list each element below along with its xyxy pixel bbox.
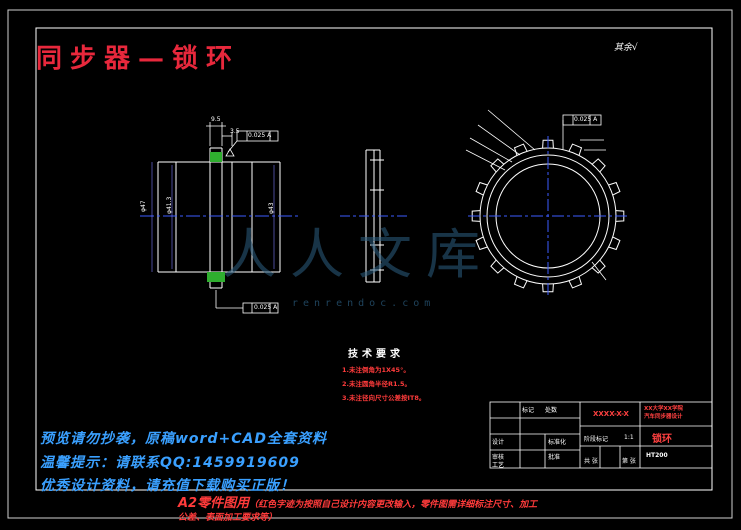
- inner-frame: [35, 27, 713, 491]
- ring-centerlines: [468, 136, 628, 296]
- ring-tooth: [568, 276, 583, 289]
- dim-dia-inner: φ41.3: [166, 196, 173, 214]
- drawing-title: 同步器—锁环: [36, 44, 241, 74]
- tech-requirement-2: 2.未注圆角半径R1.5。: [342, 380, 412, 388]
- tb-cell-scale-value: 1:1: [624, 434, 634, 441]
- tech-requirement-3: 3.未注径向尺寸公差按IT8。: [342, 394, 426, 402]
- company-line-1: XX大学XX学院: [644, 406, 683, 412]
- ring-tooth: [475, 236, 488, 251]
- ring-tooth: [490, 158, 505, 173]
- ring-tooth: [608, 181, 621, 196]
- ring-tooth: [591, 259, 606, 274]
- material: HT200: [646, 452, 668, 459]
- watermark-url: renrendoc.com: [292, 298, 436, 309]
- dim-width-top: 9.5: [211, 116, 221, 123]
- tech-requirements-heading: 技术要求: [348, 349, 404, 360]
- ring-tooth: [475, 181, 488, 196]
- outer-frame: [7, 9, 733, 519]
- tolerance-bottom: 0.025 A: [254, 304, 278, 311]
- ring-tooth: [591, 158, 606, 173]
- overlay-line-1: 预览请勿抄袭，原稿word+CAD全套资料: [40, 431, 327, 447]
- title-block-grid: [489, 401, 713, 469]
- tb-cell-stage: 阶段标记: [584, 436, 609, 443]
- tolerance-circle: 0.025 A: [574, 116, 598, 123]
- surface-roughness-note: 其余√: [614, 43, 638, 53]
- overlay-line-3: 优秀设计资料，请充值下载购买正版！: [40, 478, 295, 494]
- ring-tooth: [490, 259, 505, 274]
- tb-cell-sheet-no: 第 张: [622, 458, 636, 465]
- tb-cell-standard: 标准化: [548, 439, 567, 446]
- tb-cell-approve: 批准: [548, 454, 561, 461]
- tb-cell-design: 设计: [492, 439, 505, 446]
- tolerance-top: 0.025 A: [248, 132, 272, 139]
- ring-tooth: [608, 236, 621, 251]
- tech-requirements-list: 1.未注倒角为1X45°。 2.未注圆角半径R1.5。 3.未注径向尺寸公差按I…: [342, 364, 425, 402]
- section-hatch-bottom: [207, 272, 225, 282]
- tb-cell-process: 工艺: [492, 462, 505, 469]
- ring-leaders: [465, 109, 607, 281]
- ring-tooth: [513, 276, 528, 289]
- footer-note-rest: （红色字迹为按照自己设计内容更改输入，零件图需详细标注尺寸、加工: [249, 500, 538, 510]
- left-diameter-leaders: [151, 162, 275, 272]
- footer-note-title: A2零件图用: [178, 496, 250, 511]
- tb-cell-mark: 标记: [522, 407, 535, 414]
- dim-dia-left: φ47: [140, 200, 147, 212]
- overlay-line-2: 温馨提示：请联系QQ:1459919609: [40, 455, 300, 471]
- company-line-2: 汽车同步器设计: [644, 414, 683, 420]
- footer-note-line-1: A2零件图用（红色字迹为按照自己设计内容更改输入，零件图需详细标注尺寸、加工: [178, 492, 537, 511]
- drawing-number: XXXX-X-X: [593, 410, 629, 418]
- section-hatch-top: [210, 152, 222, 162]
- dim-step: 3.5: [230, 128, 240, 135]
- tb-cell-sheets-total: 共 张: [584, 458, 598, 465]
- left-dimension-lines: [206, 122, 279, 314]
- watermark-logo: 人人文库: [222, 223, 494, 286]
- left-section-view: [157, 147, 281, 289]
- ring-tooth: [568, 143, 583, 156]
- tb-cell-review: 审核: [492, 454, 505, 461]
- tb-cell-count: 处数: [545, 407, 558, 414]
- part-name: 锁环: [652, 434, 672, 445]
- tech-requirement-1: 1.未注倒角为1X45°。: [342, 366, 410, 374]
- footer-note-line-2: 公差、表面加工要求等）: [178, 513, 278, 523]
